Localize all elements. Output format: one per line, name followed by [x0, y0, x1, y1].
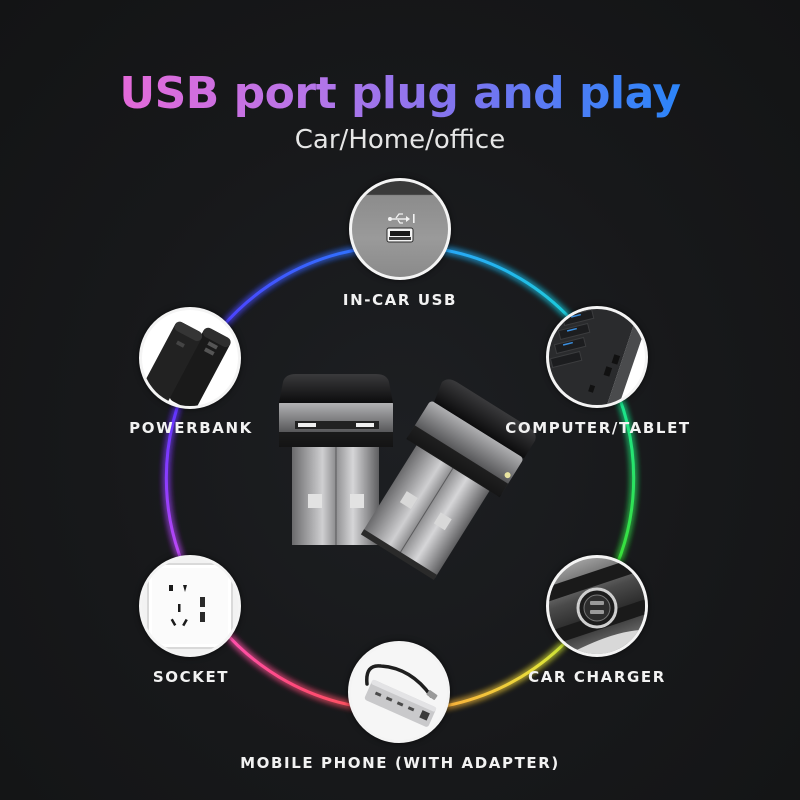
car-charger-icon [549, 558, 645, 654]
page-subtitle: Car/Home/office [294, 125, 506, 155]
powerbank-node[interactable] [139, 307, 241, 409]
powerbank-label: POWERBANK [129, 419, 253, 437]
car-charger-label: CAR CHARGER [528, 668, 666, 686]
socket-label: SOCKET [152, 668, 230, 686]
computer-tablet-label: COMPUTER/TABLET [505, 419, 691, 437]
in-car-usb-label: IN-CAR USB [342, 291, 458, 309]
usb-c-hub-icon [364, 664, 438, 727]
car-usb-port-icon [386, 213, 415, 243]
usb-light-upright [279, 374, 393, 545]
title-text: USB port plug and play [119, 68, 681, 119]
mobile-phone-label: MOBILE PHONE (WITH ADAPTER) [240, 754, 560, 772]
wall-socket-icon [147, 563, 233, 649]
computer-tablet-node[interactable] [546, 306, 648, 408]
in-car-usb-node[interactable] [349, 178, 451, 280]
car-charger-node[interactable] [546, 555, 648, 657]
usb-light-tilted [360, 379, 536, 580]
page-title: USB port plug and play [0, 66, 800, 122]
laptop-ports-icon [549, 309, 645, 405]
powerbank-icon [142, 321, 231, 406]
mobile-phone-node[interactable] [348, 641, 450, 743]
socket-node[interactable] [139, 555, 241, 657]
